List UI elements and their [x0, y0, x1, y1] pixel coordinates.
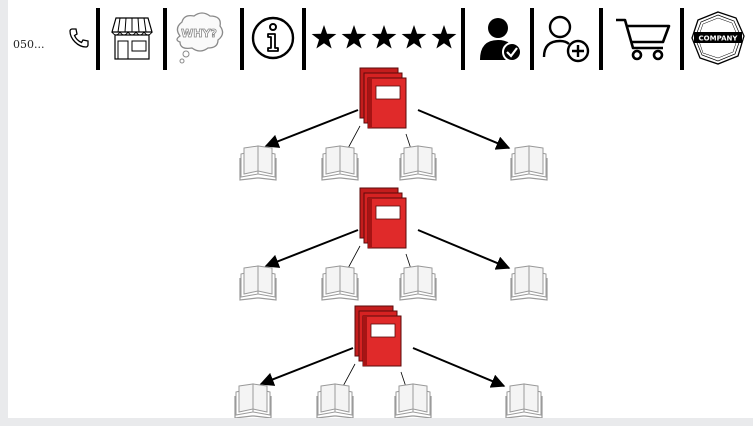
child-open-book[interactable]	[234, 383, 272, 418]
why-thought-bubble-icon[interactable]: WHY?	[171, 10, 227, 66]
star-icon[interactable]	[311, 25, 337, 49]
connector-arrow	[417, 109, 511, 150]
connector-arrow	[264, 109, 359, 148]
connector-arrow	[264, 229, 359, 268]
connector-arrow	[417, 229, 511, 270]
toolbar-divider	[302, 8, 306, 70]
connector-arrow	[412, 347, 506, 388]
company-badge-text: COMPANY	[699, 35, 739, 43]
child-open-book[interactable]	[316, 383, 354, 418]
star-icon[interactable]	[431, 25, 457, 49]
child-open-book[interactable]	[321, 265, 359, 301]
toolbar-divider	[599, 8, 603, 70]
book-tier	[234, 305, 543, 418]
child-open-book[interactable]	[399, 145, 437, 181]
parent-book-stack[interactable]	[359, 67, 407, 129]
book-tier	[239, 187, 548, 301]
toolbar-divider	[680, 8, 684, 70]
top-toolbar: 050... WHY?	[8, 4, 753, 70]
why-bubble-text: WHY?	[181, 27, 217, 40]
info-icon[interactable]	[248, 10, 298, 66]
book-tier	[239, 67, 548, 181]
user-verified-icon[interactable]	[474, 10, 526, 66]
parent-book-stack[interactable]	[354, 305, 402, 367]
child-open-book[interactable]	[394, 383, 432, 418]
parent-book-stack[interactable]	[359, 187, 407, 249]
rating-stars[interactable]	[310, 10, 458, 66]
toolbar-divider	[163, 8, 167, 70]
child-open-book[interactable]	[510, 265, 548, 301]
child-open-book[interactable]	[510, 145, 548, 181]
toolbar-divider	[530, 8, 534, 70]
toolbar-divider	[96, 8, 100, 70]
shopping-cart-icon[interactable]	[611, 10, 675, 66]
toolbar-divider	[240, 8, 244, 70]
book-hierarchy-diagram	[234, 67, 548, 418]
phone-icon[interactable]	[64, 10, 94, 66]
child-open-book[interactable]	[399, 265, 437, 301]
add-user-icon[interactable]	[538, 10, 594, 66]
store-icon[interactable]	[108, 10, 156, 66]
page: 050... WHY?	[8, 0, 753, 418]
star-icon[interactable]	[371, 25, 397, 49]
connector-arrow	[259, 347, 354, 386]
child-open-book[interactable]	[239, 265, 277, 301]
phone-number[interactable]: 050...	[13, 38, 45, 51]
company-badge-icon[interactable]: COMPANY	[688, 10, 748, 66]
star-icon[interactable]	[401, 25, 427, 49]
star-icon[interactable]	[341, 25, 367, 49]
toolbar-divider	[461, 8, 465, 70]
child-open-book[interactable]	[321, 145, 359, 181]
child-open-book[interactable]	[239, 145, 277, 181]
child-open-book[interactable]	[505, 383, 543, 418]
